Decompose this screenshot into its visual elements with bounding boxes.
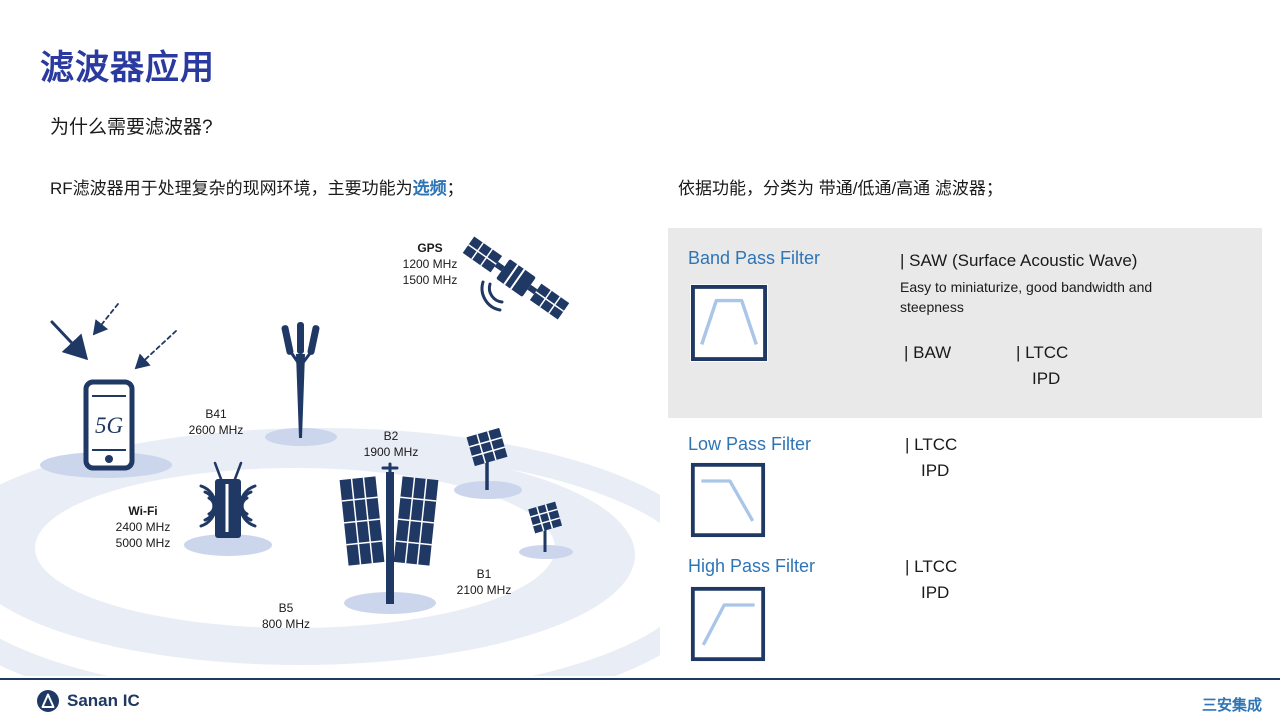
subtitle: 为什么需要滤波器? [50, 117, 213, 138]
b41-label: B41 2600 MHz [182, 406, 250, 438]
intro-right: 依据功能，分类为 带通/低通/高通 滤波器； [678, 174, 1003, 199]
b5-label: B5 800 MHz [252, 600, 320, 632]
low-pass-ltcc-label: | LTCC [905, 435, 958, 454]
antenna-array-icon [339, 462, 439, 604]
cell-tower-icon [281, 322, 320, 438]
wifi-freq1: 2400 MHz [115, 520, 171, 535]
b41-band: B41 [205, 407, 227, 421]
b1-band: B1 [476, 567, 492, 581]
low-pass-icon [690, 462, 766, 538]
company-name: 三安集成 [1201, 697, 1262, 714]
high-pass-ipd-label: IPD [921, 582, 950, 602]
intro-left-prefix: RF滤波器用于处理复杂的现网环境，主要功能为 [50, 179, 413, 198]
intro-right-emphasis: 带通/低通/高通 [818, 179, 931, 198]
intro-left: RF滤波器用于处理复杂的现网环境，主要功能为选频； [50, 174, 464, 199]
gps-satellite-icon [462, 236, 570, 320]
page-title: 滤波器应用 [40, 49, 215, 87]
b1-freq: 2100 MHz [456, 583, 512, 598]
satellite-signal-arcs [480, 280, 504, 312]
wifi-label: Wi-Fi 2400 MHz 5000 MHz [106, 503, 180, 552]
b2-label: B2 1900 MHz [357, 428, 425, 460]
footer-divider [0, 678, 1280, 680]
smartphone-icon: 5G [83, 379, 135, 471]
band-pass-panel: Band Pass Filter | SAW (Surface Acoustic… [668, 228, 1262, 418]
low-pass-title: Low Pass Filter [688, 434, 812, 454]
band-pass-icon [690, 284, 768, 362]
intro-right-prefix: 依据功能，分类为 [678, 179, 819, 198]
b5-band: B5 [278, 601, 294, 615]
b1-label: B1 2100 MHz [450, 566, 518, 598]
intro-left-highlight: 选频 [412, 179, 447, 198]
incoming-signal-arrows [50, 303, 177, 370]
high-pass-ltcc-label: | LTCC [905, 557, 958, 576]
baw-label: | BAW [904, 343, 952, 362]
sanan-logo-icon [37, 690, 59, 712]
footer-brand: Sanan IC [36, 689, 140, 713]
band-pass-title: Band Pass Filter [688, 248, 821, 268]
gps-label-freq2: 1500 MHz [402, 273, 458, 288]
brand-name: Sanan IC [67, 691, 140, 710]
band-pass-ipd-label: IPD [1032, 368, 1061, 388]
phone-5g-label: 5G [95, 413, 124, 438]
b2-band: B2 [383, 429, 399, 443]
network-scene-graphic: 5G [0, 236, 660, 676]
high-pass-ltcc: | LTCC IPD [905, 554, 957, 605]
wifi-freq2: 5000 MHz [115, 536, 171, 551]
gps-label: GPS 1200 MHz 1500 MHz [390, 240, 470, 289]
band-pass-ltcc: | LTCC IPD [1016, 340, 1068, 391]
low-pass-ltcc: | LTCC IPD [905, 432, 957, 483]
band-pass-ltcc-label: | LTCC [1016, 343, 1069, 362]
intro-right-suffix: 滤波器； [930, 179, 1003, 198]
saw-label: | SAW (Surface Acoustic Wave) [900, 251, 1138, 270]
high-pass-icon [690, 586, 766, 662]
gps-label-freq1: 1200 MHz [402, 257, 458, 272]
high-pass-title: High Pass Filter [688, 556, 816, 576]
gps-label-title: GPS [417, 241, 443, 255]
b41-freq: 2600 MHz [188, 423, 244, 438]
network-illustration: 5G [0, 226, 660, 676]
wifi-router-icon [199, 461, 257, 538]
satellite-dish-icon [528, 501, 563, 552]
saw-description: Easy to miniaturize, good bandwidth and … [900, 279, 1153, 315]
b5-freq: 800 MHz [261, 617, 311, 632]
b2-freq: 1900 MHz [363, 445, 419, 460]
satellite-dish-icon [466, 427, 508, 490]
intro-left-suffix: ； [446, 179, 464, 198]
wifi-label-title: Wi-Fi [128, 504, 158, 518]
low-pass-ipd-label: IPD [921, 460, 950, 480]
